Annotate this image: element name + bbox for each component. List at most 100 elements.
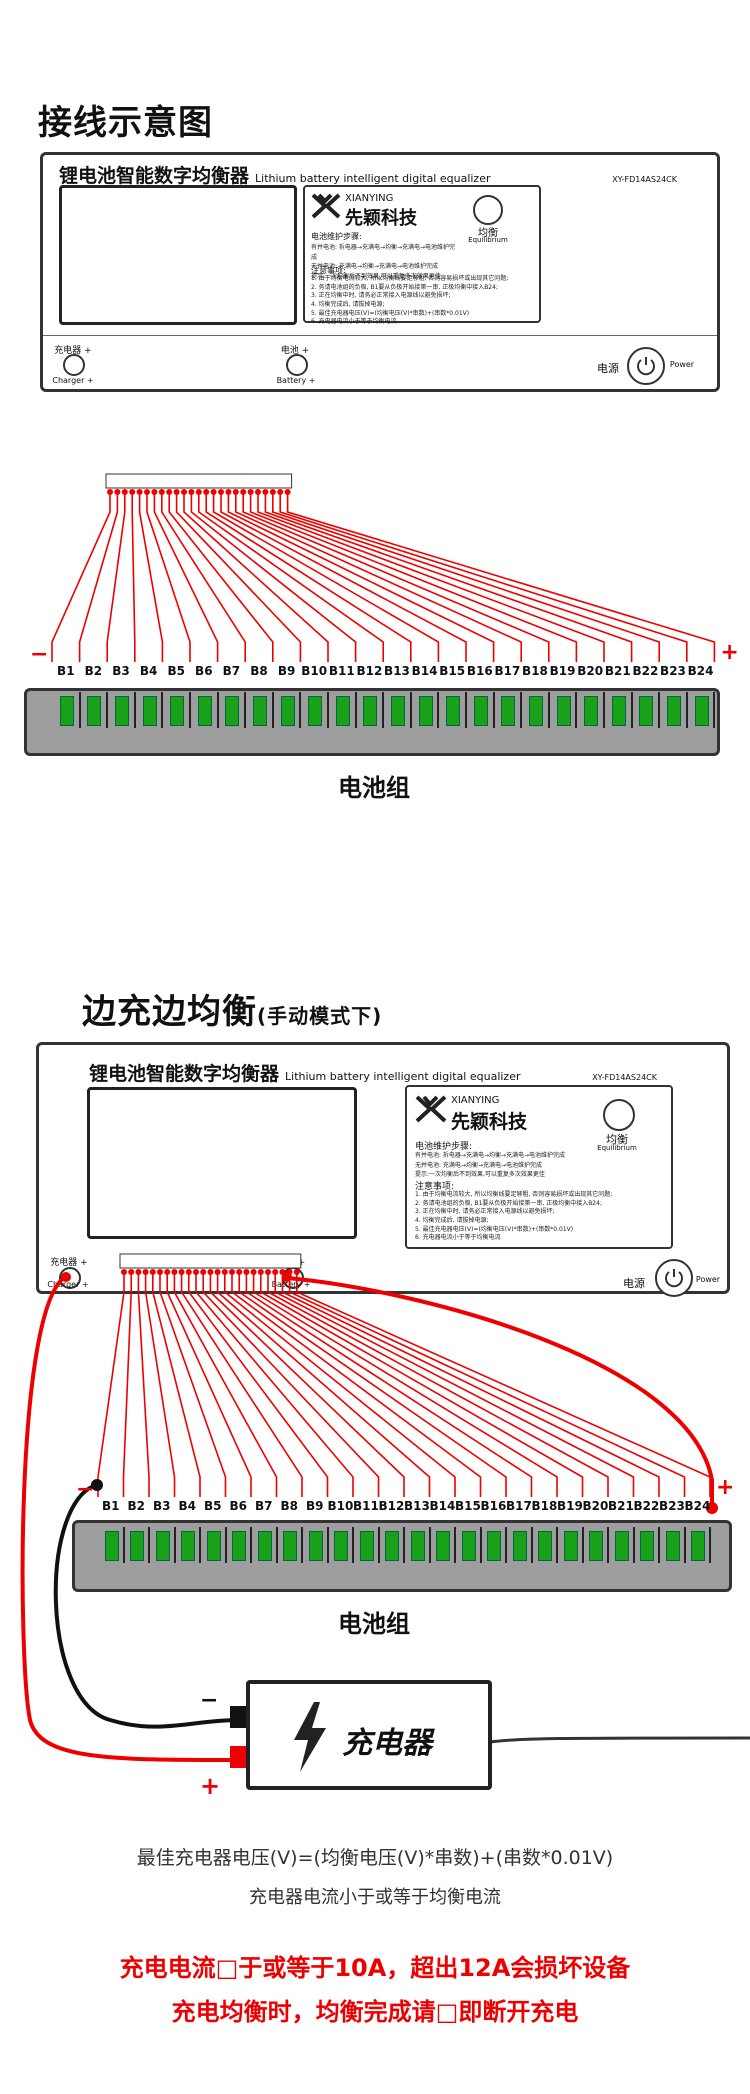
cell-divider [326,1527,329,1563]
note-line: 6. 充电器电流小于等于均衡电流 [311,318,397,326]
cell-terminal [253,696,267,726]
balance-wire [252,1272,558,1497]
cell-terminal [436,1531,451,1561]
cell-terminal [461,1531,476,1561]
cell-label: B12 [356,664,383,678]
battery-port[interactable] [286,354,308,376]
balance-wire [281,1272,660,1497]
balance-wire [168,492,274,662]
balance-wire [224,1272,456,1497]
equalize-label-en: Equilibrium [468,236,508,244]
cell-terminal [334,1531,349,1561]
info-panel: XIANYING 先颖科技 均衡 Equilibrium 电池维护步骤: 有并电… [405,1085,673,1249]
device-title-cn: 锂电池智能数字均衡器 [89,1063,280,1085]
negative-wire [53,1483,241,1729]
notes-title: 注意事项: [311,266,346,275]
cell-terminal [667,696,681,726]
steps-title: 电池维护步骤: [311,232,362,241]
cell-label: B23 [660,664,686,678]
cell-divider [250,1527,252,1563]
divider [43,335,717,336]
balance-wire [159,1272,227,1497]
cell-terminal [59,696,74,726]
cell-divider [632,1527,635,1563]
cell-label: B16 [480,1499,507,1513]
balance-wire [249,492,578,662]
cell-label: B21 [604,664,631,678]
note-line: 4. 均衡完成后, 请拔掉电源; [311,301,385,309]
cell-terminal [473,696,488,726]
cell-terminal [280,696,295,726]
brand-cn: 先颖科技 [451,1111,528,1133]
cell-terminal [335,696,350,726]
brand-en: XIANYING [345,193,394,204]
cell-label: B17 [494,664,521,678]
battery-label-en: Battery + [276,376,316,385]
balance-wire [183,492,329,662]
equalize-knob[interactable] [603,1099,635,1131]
xianying-logo-icon [415,1095,447,1123]
balance-wire [231,1272,482,1497]
formula-line-1: 最佳充电器电压(V)=(均衡电压(V)*串数)+(串数*0.01V) [136,1847,614,1869]
cell-label: B15 [455,1499,481,1513]
cell-label: B15 [439,664,466,678]
charger-label-en: Charger + [52,376,94,385]
cell-label: B11 [353,1499,379,1513]
balance-wire [146,492,191,662]
step-line: 提示:一次均衡后不到效果,可以重复多次效果更佳 [415,1171,545,1179]
balance-wire [257,492,605,662]
cell-terminal [130,1531,145,1561]
cell-terminal [115,696,129,726]
charger-minus-sign: − [200,1688,219,1713]
cell-divider [106,692,109,728]
cell-divider [530,1527,533,1563]
balance-wire [51,492,111,662]
balance-wire [153,492,219,662]
cell-label: B6 [229,1499,248,1513]
cell-label: B4 [139,664,158,678]
cell-label: B9 [277,664,296,678]
balance-wire [216,1272,431,1497]
power-button[interactable] [655,1259,693,1297]
cell-divider [173,1527,176,1563]
note-line: 1. 由于均衡电流较大, 所以均衡线要足够粗, 否则容易损坏或出现其它问题; [311,275,509,282]
cell-terminal [197,696,212,726]
balance-wire [264,492,633,662]
cell-terminal [257,1531,272,1561]
cell-label: B13 [404,1499,430,1513]
cell-label: B13 [384,664,410,678]
battery-label-en: Battery + [271,1280,311,1289]
balance-wire [296,1272,711,1497]
cell-label: B19 [549,664,576,678]
balance-wire [137,1272,150,1497]
power-icon [665,1269,683,1288]
cell-terminal [589,1531,604,1561]
cell-label: B10 [327,1499,354,1513]
equalize-knob[interactable] [473,195,503,225]
cell-label: B4 [178,1499,197,1513]
step-line: 无并电池: 充满电→均衡→充满电→电池维护完成 [415,1161,543,1169]
balance-wire [267,1272,609,1497]
power-button[interactable] [627,347,665,385]
cell-label: B1 [102,1499,120,1513]
balance-connector [119,1253,302,1275]
cell-label: B23 [659,1499,685,1513]
lightning-icon [294,1702,326,1772]
power-label-cn: 电源 [597,362,619,375]
charger-port[interactable] [63,354,85,376]
cell-divider [148,1527,150,1563]
cell-terminal [665,1531,680,1561]
cell-divider [301,1527,303,1563]
cell-terminal [501,696,516,726]
cell-divider [683,1527,686,1563]
note-line: 1. 由于均衡电流较大, 所以均衡线要足够粗, 否则容易损坏或出现其它问题; [415,1191,613,1198]
cell-divider [492,692,495,728]
note-line: 3. 正在均衡中时, 请务必正常接入电源线以避免损坏; [311,292,451,300]
cell-divider [275,1527,278,1563]
balance-wire [161,492,246,662]
cell-label: B11 [328,664,355,678]
steps-list: 有并电池: 拆电器→充满电→均衡→充满电→电池维护完成 无并电池: 充满电→均衡… [415,1151,585,1180]
balance-wire [188,1272,329,1497]
balance-wire [286,492,716,662]
